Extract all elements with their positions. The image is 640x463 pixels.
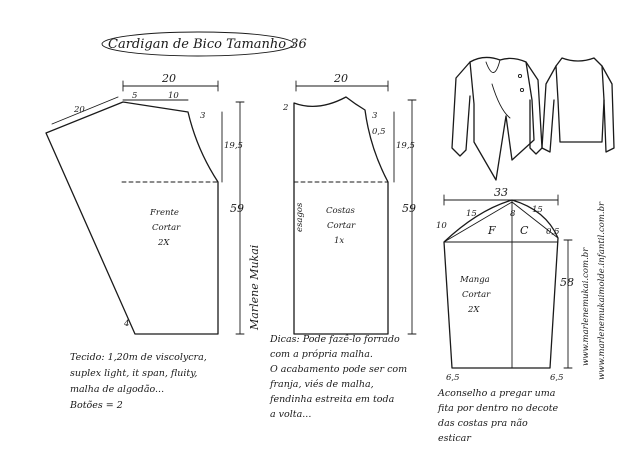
fabric-note-line-2: suplex light, it span, fluity,	[70, 368, 197, 379]
sleeve-d05-label: 0,5	[546, 227, 560, 237]
front-width-label: 20	[161, 72, 176, 85]
front-armhole-label: 19,5	[224, 141, 243, 151]
back-pattern-piece: 20 2 3 0,5 19,5 59 esagos Costas Cortar …	[282, 72, 417, 335]
sleeve-section-front: F	[487, 224, 496, 237]
website-2: www.marlenemukaimolde.infantil.com.br	[597, 201, 607, 380]
sleeve-label-3: 2X	[467, 305, 480, 315]
tips-notes: Dicas: Pode fazê-lo forrado com a própri…	[269, 334, 407, 420]
fabric-note-line-4: Botões = 2	[69, 400, 123, 411]
front-label-1: Frente	[149, 208, 179, 218]
back-d05-label: 0,5	[372, 127, 386, 137]
advice-notes: Aconselho a pregar uma fita por dentro n…	[437, 388, 559, 444]
back-outline	[293, 96, 389, 335]
sleeve-left-cap-label: 15	[466, 209, 477, 219]
tips-line-4: franja, viés de malha,	[269, 379, 374, 390]
back-d3-label: 3	[372, 111, 377, 121]
tips-line-3: O acabamento pode ser com	[270, 364, 407, 375]
back-fold-label: esagos	[295, 202, 305, 232]
page-title: Cardigan de Bico Tamanho 36	[108, 37, 307, 52]
sleeve-label-2: Cortar	[462, 290, 491, 300]
tips-line-6: a volta...	[270, 409, 311, 420]
website-1: www.marlenemukai.com.br	[581, 247, 591, 366]
fabric-note-line-3: malha de algodão...	[70, 384, 164, 395]
front-label-2: Cortar	[152, 223, 181, 233]
sleeve-label-1: Manga	[459, 275, 490, 285]
back-length-label: 59	[402, 202, 416, 215]
back-width-label: 20	[333, 72, 348, 85]
back-label-3: 1x	[334, 236, 344, 246]
fabric-notes: Tecido: 1,20m de viscolycra, suplex ligh…	[69, 352, 207, 411]
garment-back-illustration	[541, 57, 615, 153]
fabric-note-line-1: Tecido: 1,20m de viscolycra,	[70, 352, 207, 363]
tips-line-1: Dicas: Pode fazê-lo forrado	[269, 334, 400, 345]
front-slant-label: 20	[73, 105, 85, 115]
front-corner-label: 4	[123, 319, 129, 329]
sleeve-right-cap-label: 15	[532, 205, 543, 215]
garment-front-illustration	[451, 56, 543, 181]
sleeve-pattern-piece: 33 15 8 15 0,5 10 F C 58 6,5 6,5 Manga C…	[436, 186, 574, 383]
advice-line-1: Aconselho a pregar uma	[437, 388, 556, 399]
sleeve-section-back: C	[520, 224, 529, 237]
front-pattern-piece: 20 5 10 20 3 19,5 59 4 Frente Cortar 2X	[45, 72, 245, 335]
tips-line-5: fendinha estreita em toda	[269, 394, 395, 405]
back-neck-label: 2	[282, 103, 288, 113]
advice-line-2: fita por dentro no decote	[437, 403, 559, 414]
front-shoulder-right-label: 10	[168, 91, 179, 101]
front-length-label: 59	[230, 202, 244, 215]
sleeve-height-label: 10	[436, 221, 447, 231]
sleeve-d8-label: 8	[510, 209, 516, 219]
advice-line-4: esticar	[438, 433, 472, 444]
signature: Marlene Mukai	[248, 245, 261, 331]
front-d3-label: 3	[200, 111, 205, 121]
sleeve-cuff-right-label: 6,5	[550, 373, 564, 383]
sleeve-length-label: 58	[560, 276, 574, 289]
front-outline	[45, 101, 219, 335]
back-armhole-label: 19,5	[396, 141, 415, 151]
sleeve-width-label: 33	[494, 186, 508, 199]
sleeve-cuff-left-label: 6,5	[446, 373, 460, 383]
advice-line-3: das costas pra não	[438, 418, 528, 429]
title-banner: Cardigan de Bico Tamanho 36	[101, 31, 307, 57]
back-label-1: Costas	[326, 206, 355, 216]
tips-line-2: com a própria malha.	[270, 349, 373, 360]
front-label-3: 2X	[157, 238, 170, 248]
front-shoulder-left-label: 5	[132, 91, 137, 101]
back-label-2: Cortar	[327, 221, 356, 231]
